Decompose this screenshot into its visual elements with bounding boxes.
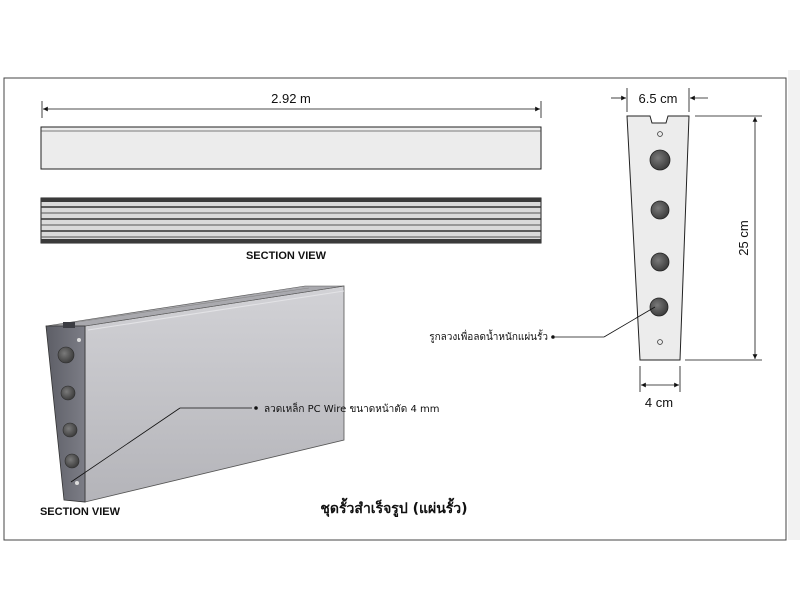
hole-callout-text: รูกลวงเพื่อลดน้ำหนักแผ่นรั้ว bbox=[429, 329, 548, 343]
panel-3d-view bbox=[45, 285, 345, 503]
length-dimension: 2.92 m bbox=[41, 91, 542, 118]
sheet-border bbox=[3, 77, 787, 541]
section-hole-4 bbox=[649, 297, 669, 317]
height-label: 25 cm bbox=[736, 220, 751, 255]
section-view-label-bottom: SECTION VIEW bbox=[40, 506, 121, 518]
hole-4 bbox=[64, 453, 80, 469]
hole-1 bbox=[57, 346, 75, 364]
wire-callout-text: ลวดเหล็ก PC Wire ขนาดหน้าตัด 4 mm bbox=[264, 401, 439, 415]
wire-dot-top bbox=[77, 338, 81, 342]
drawing-title: ชุดรั้วสำเร็จรูป (แผ่นรั้ว) bbox=[320, 497, 467, 517]
length-label: 2.92 m bbox=[271, 91, 311, 106]
wire-callout: ลวดเหล็ก PC Wire ขนาดหน้าตัด 4 mm bbox=[70, 401, 439, 483]
right-edge-strip bbox=[788, 70, 800, 540]
bottom-width-label: 4 cm bbox=[645, 395, 673, 410]
top-width-label: 6.5 cm bbox=[638, 91, 677, 106]
section-hole-1 bbox=[649, 149, 671, 171]
panel-elevation bbox=[40, 126, 542, 170]
section-hole-2 bbox=[650, 200, 670, 220]
section-hole-3 bbox=[650, 252, 670, 272]
hole-2 bbox=[60, 385, 76, 401]
cross-section: 6.5 cm 25 cm 4 cm รูกลวงเพื่อลดน้ำหนักแผ… bbox=[429, 88, 762, 410]
hole-3 bbox=[62, 422, 78, 438]
panel-plan-view bbox=[40, 197, 542, 244]
section-view-label-top: SECTION VIEW bbox=[246, 250, 327, 262]
wire-dot-bottom bbox=[75, 481, 79, 485]
